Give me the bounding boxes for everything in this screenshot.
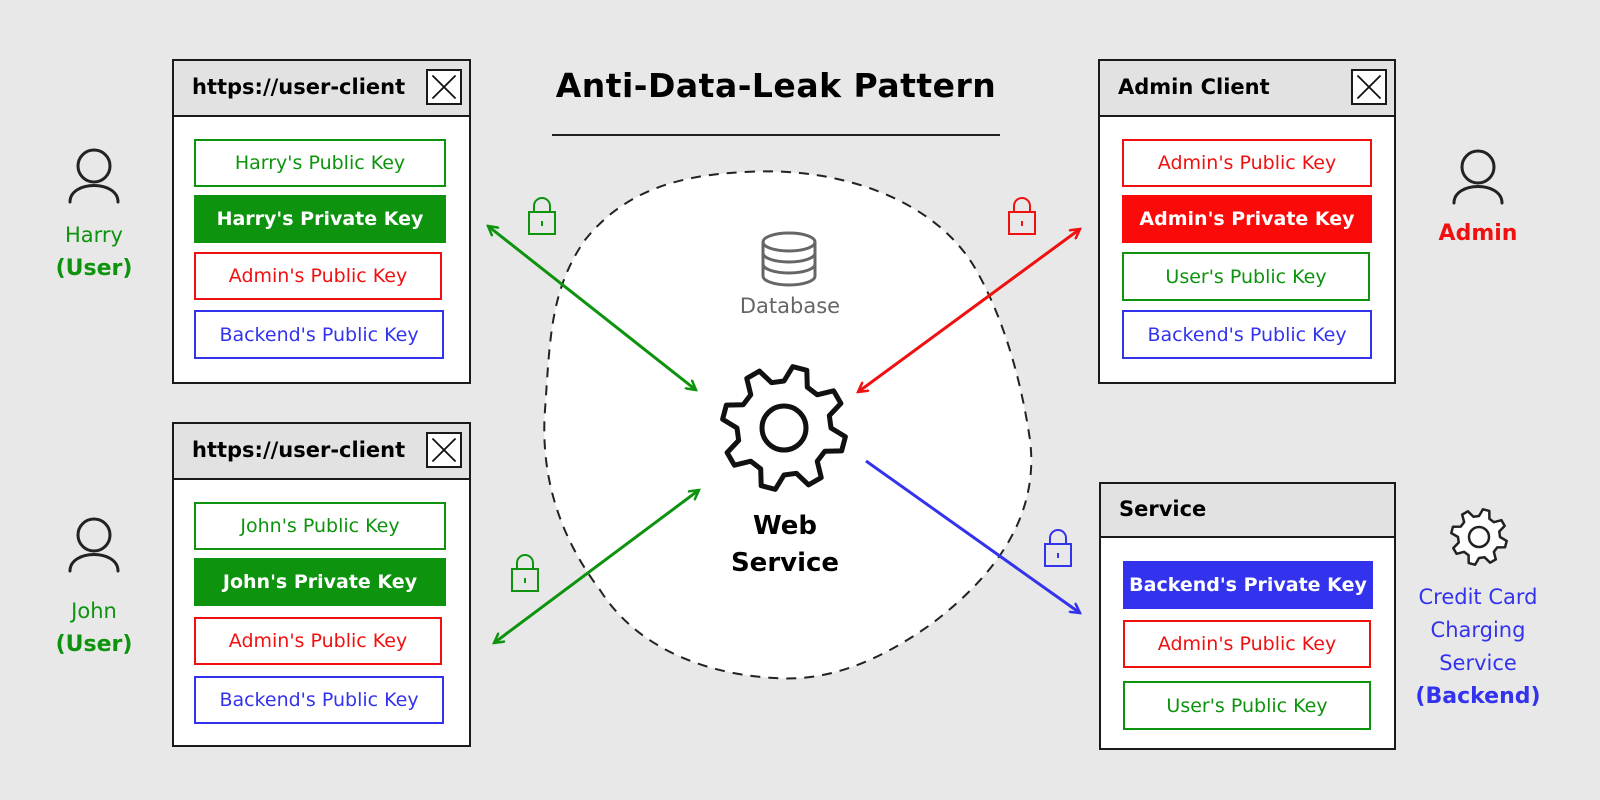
key-user-public: User's Public Key	[1122, 252, 1370, 301]
gear-outline	[1450, 508, 1508, 566]
close-button[interactable]	[426, 432, 462, 468]
window-title: https://user-client	[192, 438, 406, 462]
key-admin-public: Admin's Public Key	[194, 617, 442, 665]
web-service-label: Web Service	[685, 508, 885, 582]
database-icon	[761, 231, 817, 287]
window-titlebar: https://user-client	[174, 61, 469, 117]
lock-icon	[1044, 529, 1072, 567]
admin-connection-arrow	[858, 229, 1080, 392]
admin-client-window: Admin Client Admin's Public Key Admin's …	[1098, 59, 1396, 384]
key-backend-public: Backend's Public Key	[194, 676, 444, 724]
close-icon	[431, 74, 457, 100]
key-backend-private: Backend's Private Key	[1123, 561, 1373, 609]
window-title: Admin Client	[1118, 75, 1270, 99]
close-icon	[431, 437, 457, 463]
service-window: Service Backend's Private Key Admin's Pu…	[1099, 482, 1396, 750]
key-harry-public: Harry's Public Key	[194, 139, 446, 187]
actor-backend: Credit Card Charging Service (Backend)	[1393, 581, 1563, 713]
service-connection-arrow	[865, 459, 1080, 613]
actor-name-line2: Charging	[1430, 618, 1526, 642]
close-icon	[1356, 74, 1382, 100]
key-backend-public: Backend's Public Key	[1122, 310, 1372, 359]
key-admin-public: Admin's Public Key	[194, 252, 442, 300]
user-icon	[68, 517, 120, 573]
database-label: Database	[739, 294, 841, 318]
key-user-public: User's Public Key	[1123, 681, 1371, 730]
actor-harry: Harry (User)	[34, 219, 154, 285]
harry-connection-arrow	[488, 226, 696, 390]
actor-name-line3: Service	[1439, 651, 1517, 675]
window-titlebar: https://user-client	[174, 424, 469, 480]
actor-name-line1: Credit Card	[1418, 585, 1538, 609]
key-admin-private: Admin's Private Key	[1122, 195, 1372, 243]
actor-john: John (User)	[34, 595, 154, 661]
close-button[interactable]	[1351, 69, 1387, 105]
harry-client-window: https://user-client Harry's Public Key H…	[172, 59, 471, 384]
window-title: https://user-client	[192, 75, 406, 99]
page-title: Anti-Data-Leak Pattern	[555, 66, 997, 105]
window-titlebar: Service	[1101, 484, 1394, 538]
lock-icon	[1008, 197, 1036, 235]
user-icon	[1452, 149, 1504, 205]
john-connection-arrow	[494, 490, 699, 643]
john-client-window: https://user-client John's Public Key Jo…	[172, 422, 471, 747]
lock-icon	[511, 554, 539, 592]
actor-role: (Backend)	[1415, 684, 1541, 709]
gear-hole	[1467, 525, 1491, 549]
gear-outline	[720, 364, 848, 492]
actor-name: Admin	[1438, 221, 1518, 246]
window-title: Service	[1119, 497, 1207, 521]
lock-icon	[528, 197, 556, 235]
title-underline	[552, 134, 1000, 136]
window-titlebar: Admin Client	[1100, 61, 1394, 117]
user-icon	[68, 148, 120, 204]
close-button[interactable]	[426, 69, 462, 105]
key-harry-private: Harry's Private Key	[194, 195, 446, 243]
gear-hole	[759, 403, 809, 453]
actor-role: (User)	[55, 632, 133, 657]
web-service-label-line1: Web	[753, 511, 817, 541]
key-admin-public: Admin's Public Key	[1123, 620, 1371, 668]
actor-role: (User)	[55, 256, 133, 281]
key-john-public: John's Public Key	[194, 502, 446, 550]
web-service-label-line2: Service	[730, 548, 840, 578]
gear-icon	[1450, 508, 1508, 566]
actor-admin: Admin	[1418, 217, 1538, 250]
key-admin-public: Admin's Public Key	[1122, 139, 1372, 187]
key-backend-public: Backend's Public Key	[194, 310, 444, 359]
gear-icon	[720, 364, 848, 492]
key-john-private: John's Private Key	[194, 558, 446, 606]
actor-name: Harry	[65, 223, 123, 247]
actor-name: John	[71, 599, 117, 623]
